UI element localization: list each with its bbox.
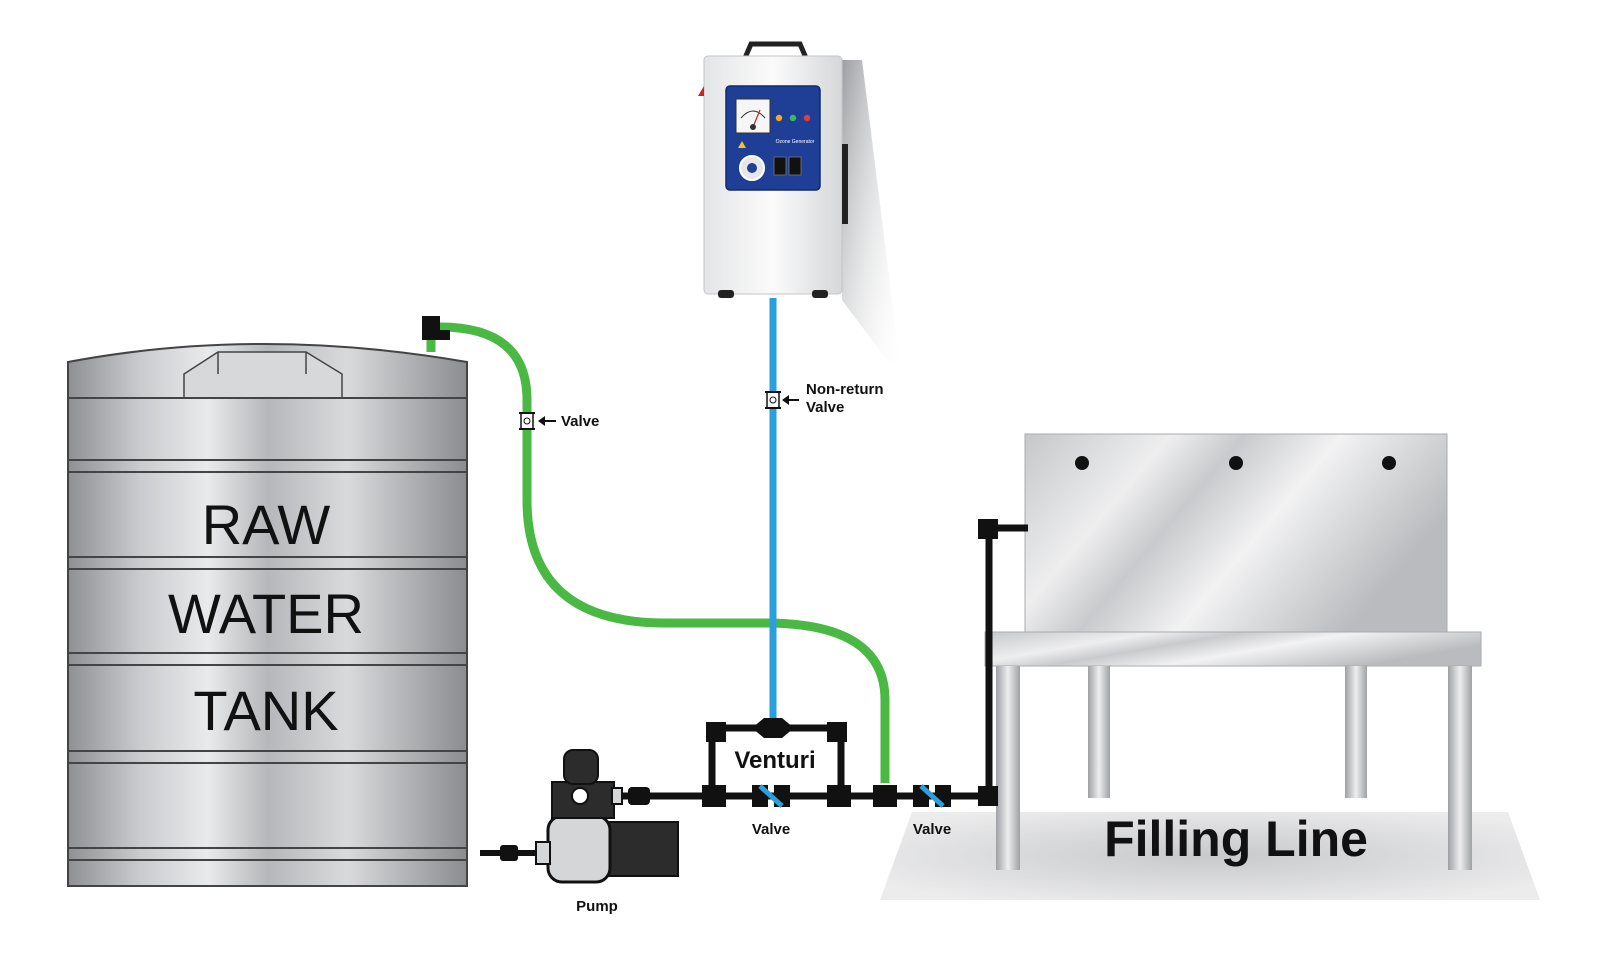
pump-port bbox=[571, 787, 589, 805]
warning-icon bbox=[738, 141, 746, 148]
main-valve-2-label: Valve bbox=[913, 821, 951, 838]
tank-label-line2: WATER bbox=[168, 582, 364, 645]
venturi-top-right-fitting bbox=[827, 722, 847, 742]
pump-head-top bbox=[563, 749, 599, 785]
pump: Pump bbox=[535, 749, 679, 915]
outlet-elbow bbox=[978, 519, 998, 539]
venturi-assembly: Venturi bbox=[702, 718, 851, 807]
generator-shadow bbox=[842, 60, 902, 380]
return-valve bbox=[519, 412, 535, 430]
bolt-right bbox=[1382, 456, 1396, 470]
generator-foot-left bbox=[718, 290, 734, 298]
table-leg-3 bbox=[1345, 666, 1367, 798]
filling-line-label: Filling Line bbox=[1104, 811, 1368, 867]
pump-inlet-flange bbox=[535, 841, 551, 865]
venturi-bottom-right-fitting bbox=[827, 785, 851, 807]
switch-2-icon bbox=[788, 156, 802, 176]
generator-control-panel: Ozone Generator bbox=[725, 85, 821, 191]
pump-outlet-coupling bbox=[628, 787, 650, 805]
venturi-injector bbox=[752, 718, 794, 738]
venturi-label: Venturi bbox=[734, 747, 815, 774]
venturi-bottom-left-fitting bbox=[702, 785, 726, 807]
tee-fitting bbox=[873, 785, 897, 807]
callout-non-return-valve: Non-return Valve bbox=[782, 381, 884, 416]
raw-water-tank: RAW WATER TANK bbox=[67, 343, 468, 887]
pump-housing bbox=[546, 814, 612, 884]
indicator-light-orange bbox=[775, 114, 783, 122]
indicator-light-green bbox=[789, 114, 797, 122]
return-hose bbox=[422, 316, 890, 783]
bolt-left bbox=[1075, 456, 1089, 470]
tank-ribs bbox=[68, 459, 467, 861]
generator-side-strip bbox=[842, 144, 848, 224]
tank-body bbox=[67, 397, 468, 887]
generator-handle bbox=[742, 41, 809, 59]
venturi-top-left-fitting bbox=[706, 722, 726, 742]
arrow-left-icon bbox=[538, 416, 545, 426]
inlet-coupling bbox=[500, 845, 518, 861]
filling-line: Filling Line bbox=[880, 433, 1540, 900]
tank-label-line1: RAW bbox=[202, 493, 331, 556]
panel-title: Ozone Generator bbox=[776, 139, 815, 145]
tank-hatch bbox=[183, 351, 343, 399]
table-top bbox=[984, 631, 1482, 667]
non-return-valve bbox=[765, 391, 781, 409]
main-valve-1-label: Valve bbox=[752, 821, 790, 838]
arrow-left-icon bbox=[782, 395, 789, 405]
callout-return-valve: Valve bbox=[538, 413, 599, 430]
bolt-middle bbox=[1229, 456, 1243, 470]
switch-1-icon bbox=[773, 156, 787, 176]
pump-label: Pump bbox=[576, 898, 618, 915]
generator-warning-tab bbox=[698, 86, 704, 96]
pump-outlet-flange bbox=[611, 787, 623, 805]
non-return-label-line2: Valve bbox=[806, 399, 844, 416]
return-valve-label: Valve bbox=[561, 413, 599, 430]
indicator-light-red bbox=[803, 114, 811, 122]
table-leg-4 bbox=[1448, 666, 1472, 870]
floor-shadow bbox=[880, 812, 1540, 900]
non-return-label-line1: Non-return bbox=[806, 381, 884, 398]
main-valve-2 bbox=[913, 784, 951, 808]
table-leg-1 bbox=[996, 666, 1020, 870]
main-valve-1 bbox=[752, 784, 790, 808]
ozone-generator: Ozone Generator bbox=[698, 41, 902, 380]
generator-foot-right bbox=[812, 290, 828, 298]
tank-label-line3: TANK bbox=[193, 679, 338, 742]
table-leg-2 bbox=[1088, 666, 1110, 798]
